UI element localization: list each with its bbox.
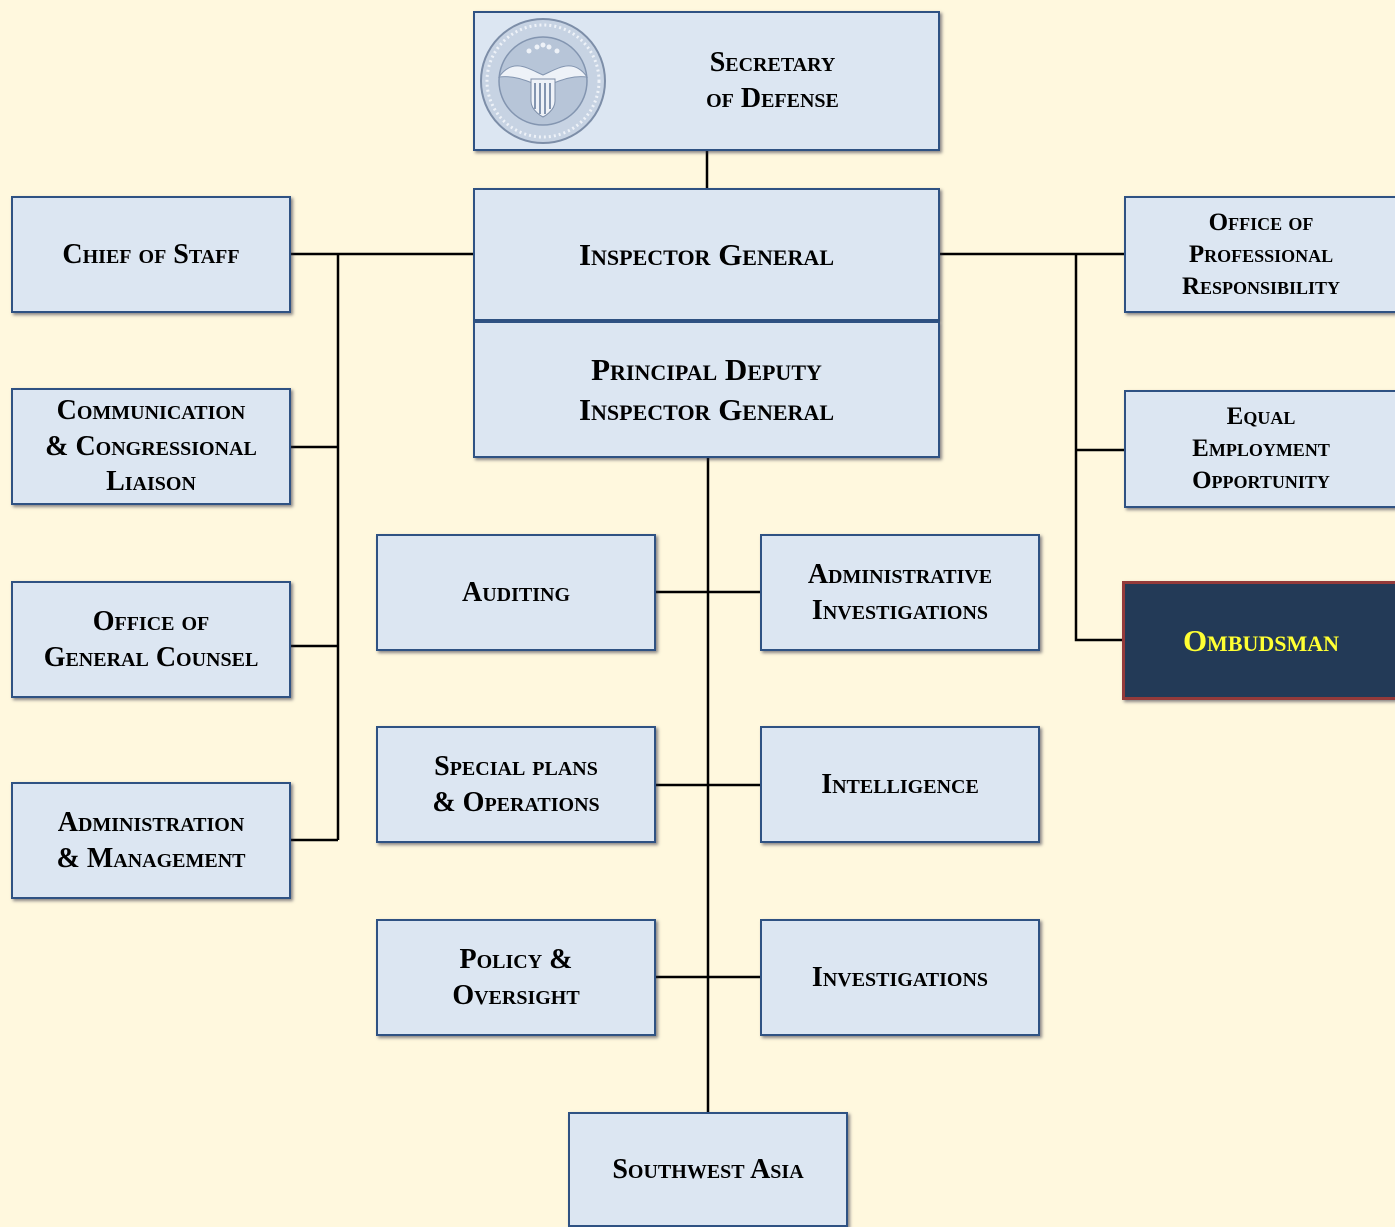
chief-of-staff-box: Chief of Staff [11, 196, 291, 313]
auditing-box: Auditing [376, 534, 656, 651]
connector-right-trunk [940, 252, 1124, 642]
communication-liaison-box: Communication & Congressional Liaison [11, 388, 291, 505]
general-counsel-box: Office of General Counsel [11, 581, 291, 698]
communication-line-2: & Congressional [45, 430, 257, 462]
professional-responsibility-line-3: Responsibility [1181, 272, 1341, 300]
equal-employment-box: Equal Employment Opportunity [1124, 390, 1395, 508]
auditing-label: Auditing [461, 576, 570, 608]
administration-line-2: & Management [56, 842, 246, 874]
equal-employment-line-1: Equal [1226, 403, 1296, 430]
dod-seal-icon [480, 18, 606, 144]
special-plans-line-2: & Operations [432, 786, 600, 818]
policy-oversight-line-1: Policy & [459, 943, 573, 975]
inspector-general-label: Inspector General [578, 236, 834, 272]
general-counsel-line-2: General Counsel [43, 641, 259, 673]
administrative-investigations-line-2: Investigations [811, 594, 989, 626]
principal-deputy-line-2: Inspector General [578, 391, 834, 427]
secretary-line-1: Secretary [709, 47, 836, 79]
ombudsman-label: Ombudsman [1182, 622, 1340, 658]
intelligence-label: Intelligence [821, 768, 979, 800]
administration-management-box: Administration & Management [11, 782, 291, 899]
secretary-line-2: of Defense [706, 83, 839, 114]
professional-responsibility-line-1: Office of [1208, 208, 1314, 236]
principal-deputy-box: Principal Deputy Inspector General [473, 321, 940, 458]
southwest-asia-box: Southwest Asia [568, 1112, 848, 1227]
principal-deputy-line-1: Principal Deputy [591, 351, 822, 387]
policy-oversight-box: Policy & Oversight [376, 919, 656, 1036]
administrative-investigations-box: Administrative Investigations [760, 534, 1040, 651]
chief-of-staff-label: Chief of Staff [62, 238, 240, 270]
professional-responsibility-line-2: Professional [1188, 240, 1334, 268]
ombudsman-box: Ombudsman [1122, 581, 1395, 700]
southwest-asia-label: Southwest Asia [612, 1153, 804, 1185]
secretary-title: Secretary of Defense [607, 45, 938, 117]
intelligence-box: Intelligence [760, 726, 1040, 843]
equal-employment-line-3: Opportunity [1192, 467, 1330, 494]
secretary-of-defense-box: Secretary of Defense [473, 11, 940, 151]
general-counsel-line-1: Office of [92, 605, 210, 637]
administrative-investigations-line-1: Administrative [807, 558, 993, 590]
investigations-box: Investigations [760, 919, 1040, 1036]
communication-line-1: Communication [56, 394, 246, 426]
inspector-general-box: Inspector General [473, 188, 940, 321]
special-plans-line-1: Special plans [434, 750, 598, 782]
professional-responsibility-box: Office of Professional Responsibility [1124, 196, 1395, 313]
administration-line-1: Administration [57, 806, 245, 838]
connector-left-trunk [291, 252, 473, 840]
equal-employment-line-2: Employment [1192, 435, 1330, 462]
special-plans-operations-box: Special plans & Operations [376, 726, 656, 843]
policy-oversight-line-2: Oversight [452, 979, 580, 1011]
investigations-label: Investigations [811, 961, 989, 993]
communication-line-3: Liaison [106, 466, 196, 498]
